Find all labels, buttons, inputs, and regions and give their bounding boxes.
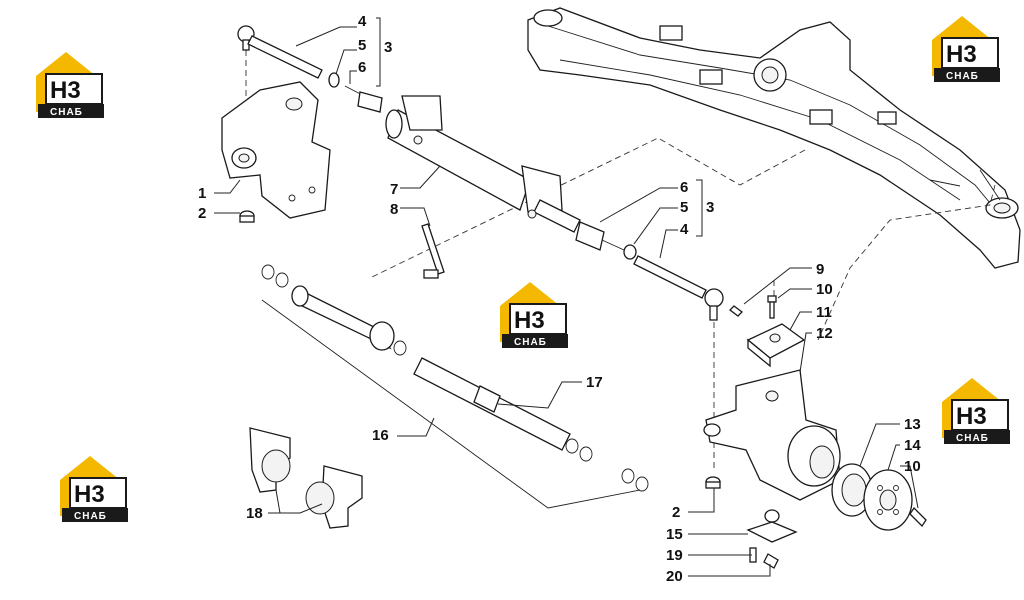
- callout-12: 12: [816, 325, 833, 342]
- bolt-10-top: [767, 295, 777, 319]
- callout-14: 14: [904, 437, 921, 454]
- logo-sub: СНАБ: [946, 71, 979, 82]
- screw-20: [763, 553, 779, 569]
- steering-knuckle-left: [221, 81, 331, 219]
- callout-10-lower: 10: [904, 458, 921, 475]
- plate-11: [746, 323, 806, 368]
- logo-sub: СНАБ: [514, 337, 547, 348]
- logo-mark: H3: [74, 481, 105, 508]
- callout-20: 20: [666, 568, 683, 585]
- bushing-brackets: [249, 427, 363, 529]
- callout-7: 7: [390, 181, 398, 198]
- callout-6-lower: 6: [680, 179, 688, 196]
- callout-2-right: 2: [672, 504, 680, 521]
- king-pin-assembly: [261, 264, 649, 509]
- logo-sub: СНАБ: [956, 433, 989, 444]
- logo-mark: H3: [956, 403, 987, 430]
- logo-sub: СНАБ: [74, 511, 107, 522]
- logo-top-left: H3 СНАБ: [36, 52, 104, 118]
- logo-bottom-left: H3 СНАБ: [60, 456, 128, 522]
- wheel-hub-knuckle: [703, 369, 841, 501]
- tie-rod-end-upper: [237, 25, 383, 113]
- callout-16: 16: [372, 427, 389, 444]
- callout-3-upper: 3: [384, 39, 392, 56]
- callout-18: 18: [246, 505, 263, 522]
- callout-15: 15: [666, 526, 683, 543]
- callout-11: 11: [816, 304, 832, 321]
- callout-10-upper: 10: [816, 281, 833, 298]
- logo-mark: H3: [50, 77, 81, 104]
- callout-8: 8: [390, 201, 398, 218]
- callout-9: 9: [816, 261, 824, 278]
- logo-mid-right: H3 СНАБ: [942, 378, 1010, 444]
- bolt-10-lower: [909, 506, 927, 528]
- logo-center: H3 СНАБ: [500, 282, 568, 348]
- callout-1: 1: [198, 185, 206, 202]
- tie-rod-end-lower: [575, 221, 724, 321]
- callout-3-lower: 3: [706, 199, 714, 216]
- callout-4-lower: 4: [680, 221, 689, 238]
- logo-sub: СНАБ: [50, 107, 83, 118]
- callout-5-upper: 5: [358, 37, 366, 54]
- callout-19: 19: [666, 547, 683, 564]
- callout-4-upper: 4: [358, 13, 367, 30]
- plate-15: [746, 509, 798, 543]
- nut-right: [705, 476, 721, 489]
- logo-mark: H3: [946, 41, 977, 68]
- cover-14: [863, 469, 913, 531]
- seal-13: [831, 463, 873, 517]
- steering-cylinder: [385, 95, 581, 233]
- axle-beam: [527, 7, 1021, 269]
- callout-2-left: 2: [198, 205, 206, 222]
- nut-left: [239, 210, 255, 223]
- callout-6-upper: 6: [358, 59, 366, 76]
- callout-5-lower: 5: [680, 199, 688, 216]
- bolt-8: [421, 223, 445, 279]
- logo-mark: H3: [514, 307, 545, 334]
- callout-13: 13: [904, 416, 921, 433]
- screw-9: [729, 305, 743, 317]
- callout-17: 17: [586, 374, 603, 391]
- leader-lines: [214, 17, 919, 577]
- callout-labels: 1 2 4 5 6 3 7 8 6 5 4 3 9 10 11 12 13 14…: [198, 13, 921, 585]
- logo-top-right: H3 СНАБ: [932, 16, 1000, 82]
